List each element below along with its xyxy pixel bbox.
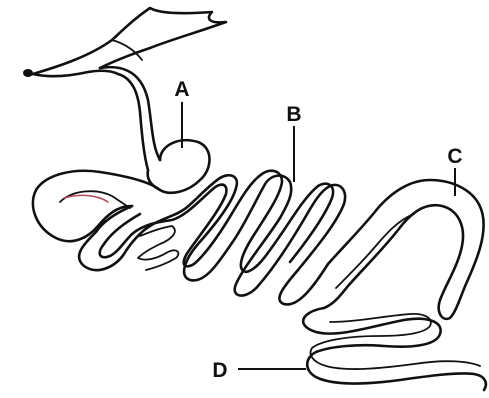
stomach-vessel — [64, 195, 108, 202]
stomach-inner — [60, 191, 130, 208]
rectum — [303, 308, 486, 390]
small-intestine — [79, 171, 345, 305]
ceca — [324, 180, 484, 319]
crop — [148, 140, 210, 193]
rectum-outer — [303, 308, 486, 390]
label-c: C — [447, 145, 462, 168]
ceca-outer — [324, 180, 484, 319]
head-outline — [33, 8, 226, 74]
intestine-coil — [138, 226, 178, 270]
beak-tip — [23, 69, 33, 77]
esophagus — [100, 67, 160, 170]
intestine-outer — [79, 175, 345, 304]
head — [23, 8, 226, 77]
crop-outline — [148, 140, 210, 193]
label-b: B — [286, 103, 301, 126]
label-a: A — [174, 78, 189, 101]
head-lower-outline — [33, 71, 118, 76]
label-d: D — [212, 359, 227, 382]
